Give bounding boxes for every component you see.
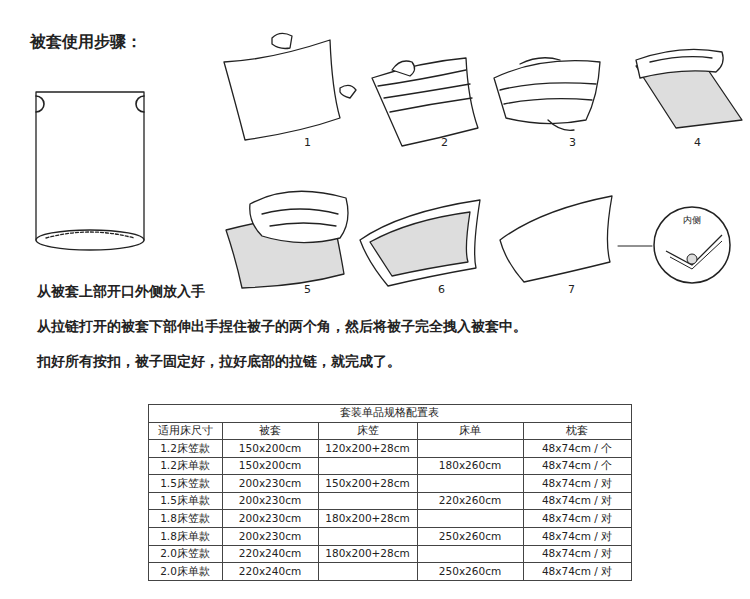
callout-number: 2: [441, 136, 448, 149]
instruction: 从被套上部开口外侧放入手: [37, 283, 205, 300]
table-cell: 150x200+28cm: [318, 474, 417, 492]
title: 被套使用步骤：: [30, 32, 142, 51]
table-cell: 1.5床笠款: [148, 474, 222, 492]
table-cell: 180x200+28cm: [318, 545, 417, 562]
instruction: 从拉链打开的被套下部伸出手捏住被子的两个角，然后将被子完全拽入被套中。: [37, 318, 527, 335]
table-header: 床单: [417, 422, 523, 439]
instruction: 扣好所有按扣，被子固定好，拉好底部的拉链，就完成了。: [37, 353, 401, 370]
table-cell: 48x74cm / 对: [523, 474, 631, 492]
table-cell: 1.8床笠款: [148, 509, 222, 527]
table-cell: 120x200+28cm: [318, 439, 417, 457]
table-cell: 48x74cm / 个: [523, 457, 631, 474]
callout-number: 7: [568, 283, 575, 296]
table-cell: 220x240cm: [222, 562, 318, 580]
table-cell: 2.0床笠款: [148, 545, 222, 562]
table-cell: 48x74cm / 对: [523, 562, 631, 580]
table-cell: 220x240cm: [222, 545, 318, 562]
table-cell: 200x230cm: [222, 492, 318, 509]
callout-number: 3: [569, 136, 576, 149]
table-header: 枕套: [523, 422, 631, 439]
cover-outline: [36, 92, 144, 240]
table-cell: 220x260cm: [417, 492, 523, 509]
table-cell: 1.8床单款: [148, 527, 222, 545]
table-cell: 200x230cm: [222, 509, 318, 527]
table-cell: 150x200cm: [222, 439, 318, 457]
table-cell: 200x230cm: [222, 527, 318, 545]
table-cell: 48x74cm / 对: [523, 545, 631, 562]
table-cell: 200x230cm: [222, 474, 318, 492]
table-cell: 48x74cm / 对: [523, 527, 631, 545]
table-header: 被套: [222, 422, 318, 439]
table-cell: 1.2床笠款: [148, 439, 222, 457]
table-cell: 2.0床单款: [148, 562, 222, 580]
table-header: 床笠: [318, 422, 417, 439]
detail-circle: 内侧: [652, 205, 732, 285]
table-cell: 180x200+28cm: [318, 509, 417, 527]
table-cell: 48x74cm / 对: [523, 492, 631, 509]
table-cell: 48x74cm / 对: [523, 509, 631, 527]
table-cell: 48x74cm / 个: [523, 439, 631, 457]
table-cell: 1.5床单款: [148, 492, 222, 509]
table-cell: 150x200cm: [222, 457, 318, 474]
table-cell: 1.2床单款: [148, 457, 222, 474]
table-cell: 250x260cm: [417, 562, 523, 580]
callout-number: 5: [304, 283, 311, 296]
callout-number: 1: [304, 136, 311, 149]
callout-number: 6: [438, 283, 445, 296]
table-title: 套装单品规格配置表: [148, 404, 631, 422]
table-header: 适用床尺寸: [148, 422, 222, 439]
node-text: 内侧: [652, 215, 732, 226]
table-cell: 250x260cm: [417, 527, 523, 545]
callout-number: 4: [694, 136, 701, 149]
table-cell: 180x260cm: [417, 457, 523, 474]
